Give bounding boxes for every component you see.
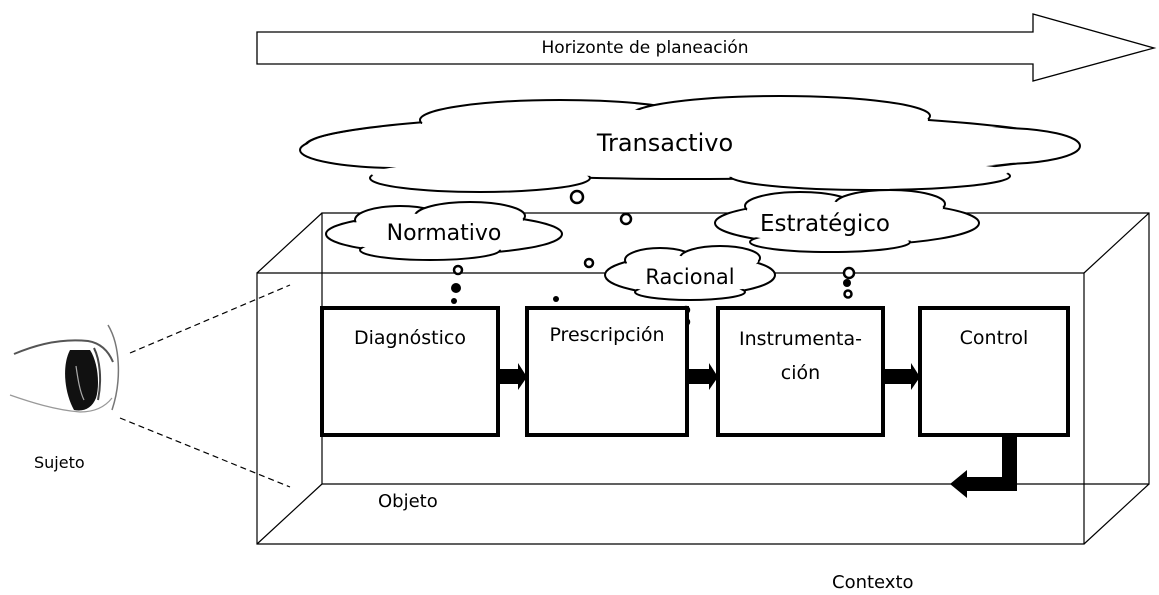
sujeto-label: Sujeto bbox=[34, 453, 85, 472]
arrow-diagnostico-prescripcion bbox=[500, 363, 527, 390]
racional-cloud bbox=[604, 245, 776, 301]
arrow-instrumentacion-control bbox=[885, 363, 920, 390]
arrow-prescripcion-instrumentacion bbox=[689, 363, 718, 390]
connector-arrows bbox=[500, 363, 1017, 498]
control-label: Control bbox=[959, 327, 1029, 349]
contexto-label: Contexto bbox=[832, 572, 914, 593]
process-boxes bbox=[320, 306, 1070, 437]
eye-icon bbox=[9, 324, 120, 413]
horizon-arrow bbox=[256, 13, 1157, 82]
control-box bbox=[918, 306, 1070, 437]
instrumentacion-label: Instrumenta- ción bbox=[738, 328, 863, 384]
horizon-label: Horizonte de planeación bbox=[541, 38, 749, 58]
estrategico-label: Estratégico bbox=[760, 211, 890, 237]
instrumentacion-box bbox=[716, 306, 885, 437]
prescripcion-box bbox=[525, 306, 689, 437]
feedback-arrow bbox=[950, 437, 1017, 498]
sight-lines bbox=[119, 284, 291, 488]
transactivo-label: Transactivo bbox=[596, 129, 734, 157]
normativo-label: Normativo bbox=[386, 221, 502, 246]
thought-bubbles bbox=[452, 189, 856, 327]
estrategico-cloud bbox=[714, 189, 980, 253]
normativo-cloud bbox=[325, 201, 563, 261]
transactivo-cloud bbox=[299, 95, 1081, 193]
objeto-label: Objeto bbox=[378, 491, 438, 512]
prescripcion-label: Prescripción bbox=[549, 324, 665, 346]
racional-label: Racional bbox=[645, 265, 735, 289]
diagnostico-box bbox=[320, 306, 500, 437]
diagnostico-label: Diagnóstico bbox=[354, 327, 466, 349]
